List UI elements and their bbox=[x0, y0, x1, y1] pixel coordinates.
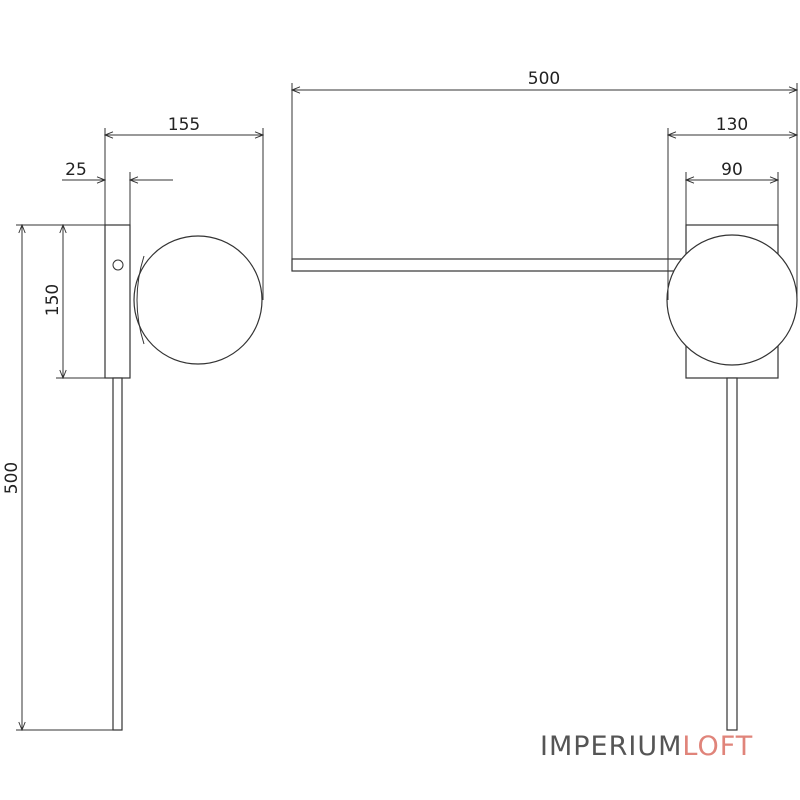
dim-label-500-horizontal: 500 bbox=[528, 69, 560, 89]
brand-logo-part1: IMPERIUM bbox=[540, 731, 683, 762]
side-wall-plate bbox=[104, 224, 131, 379]
dim-label-90: 90 bbox=[721, 160, 743, 180]
side-globe bbox=[133, 235, 263, 365]
front-rod bbox=[726, 377, 738, 731]
side-globe-holder bbox=[136, 255, 145, 345]
brand-logo: IMPERIUMLOFT bbox=[540, 733, 753, 760]
dim-label-25: 25 bbox=[65, 160, 87, 180]
front-arm bbox=[291, 258, 693, 272]
dim-label-155: 155 bbox=[168, 115, 200, 135]
side-rod bbox=[112, 377, 123, 731]
brand-logo-part2: LOFT bbox=[682, 731, 754, 762]
dim-label-500-vertical: 500 bbox=[2, 462, 22, 494]
dim-label-150: 150 bbox=[43, 284, 63, 316]
front-view: 500 130 90 bbox=[291, 69, 798, 731]
side-view: 155 25 150 500 bbox=[2, 115, 263, 730]
front-globe bbox=[666, 234, 798, 366]
side-screw-hole bbox=[112, 259, 124, 271]
dim-label-130: 130 bbox=[716, 115, 748, 135]
